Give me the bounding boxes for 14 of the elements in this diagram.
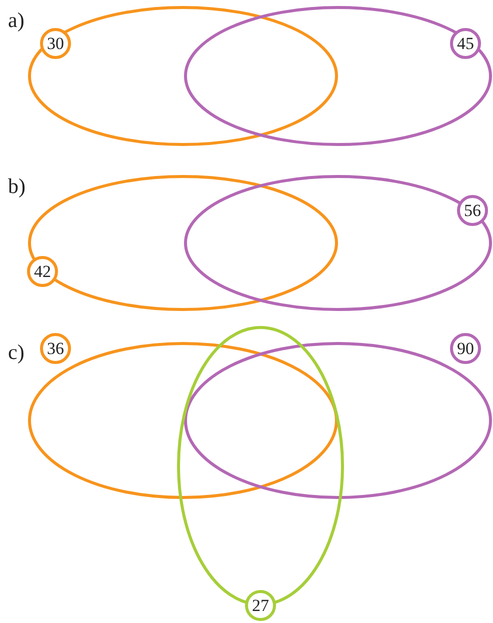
number-circle: 56 [457,195,488,226]
number-circle: 90 [450,333,481,364]
ellipse-outline [184,342,492,499]
ellipse-outline [184,6,492,146]
ellipse-outline [184,175,492,311]
panel-label: b) [8,176,26,197]
ellipse-outline [28,342,338,499]
number-circle: 42 [27,256,58,287]
panel-label: c) [8,342,24,363]
panel-label: a) [8,10,24,31]
ellipse-outline [28,6,338,146]
number-circle: 27 [245,590,276,621]
number-circle: 36 [40,333,71,364]
ellipse-outline [28,175,338,311]
